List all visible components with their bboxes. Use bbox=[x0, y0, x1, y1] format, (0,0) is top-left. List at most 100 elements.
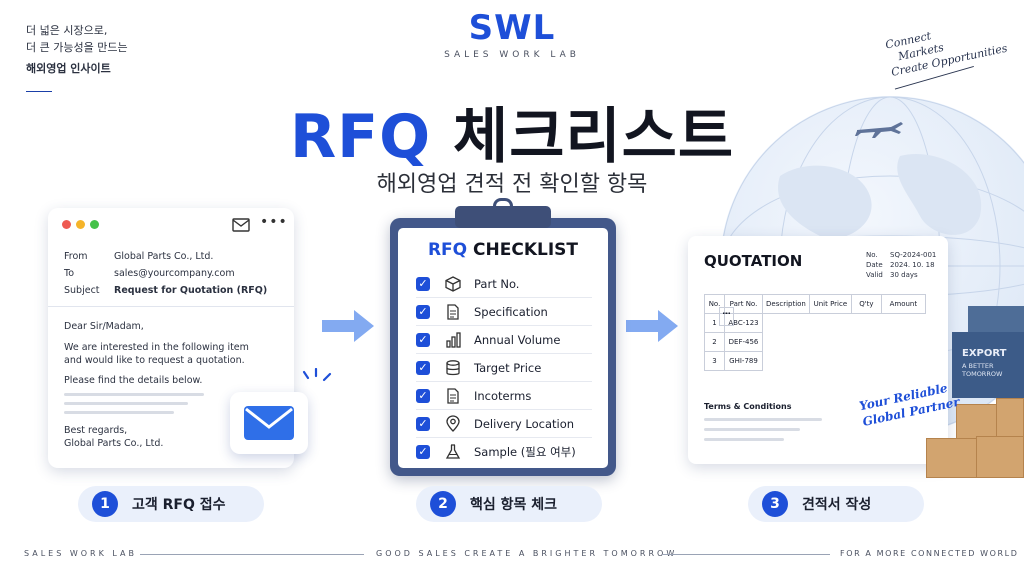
location-pin-icon bbox=[446, 414, 460, 432]
checklist-label: Sample (필요 여부) bbox=[474, 445, 576, 459]
cardboard-box bbox=[996, 398, 1024, 438]
checkbox-checked[interactable]: ✓ bbox=[416, 388, 430, 403]
meta-label: No. bbox=[866, 251, 878, 259]
column-header: Unit Price bbox=[808, 294, 852, 314]
table-row: 2 DEF-456 ... ... ... ... bbox=[704, 306, 926, 352]
coins-icon bbox=[446, 359, 460, 375]
brand-logo-text: SWL bbox=[468, 8, 556, 48]
placeholder-line bbox=[64, 411, 174, 414]
checklist-label: Delivery Location bbox=[474, 416, 575, 431]
from-value: Global Parts Co., Ltd. bbox=[114, 251, 214, 262]
quotation-meta: No. SQ-2024-001 Date 2024. 10. 18 Valid 30 … bbox=[866, 250, 936, 280]
export-label: EXPORT bbox=[962, 348, 1007, 359]
email-body-line-1: We are interested in the following item bbox=[64, 342, 249, 353]
table-row: 1 ABC-123 ... ... ... ... bbox=[704, 306, 926, 333]
step-number: 2 bbox=[430, 491, 456, 517]
checklist-label: Incoterms bbox=[474, 388, 532, 403]
meta-value: SQ-2024-001 bbox=[890, 251, 937, 259]
column-header: Q'ty bbox=[850, 294, 882, 314]
tagline-line-1: 더 넓은 시장으로, bbox=[26, 24, 108, 37]
clipboard-ring bbox=[493, 198, 513, 212]
step-label: 핵심 항목 체크 bbox=[470, 497, 558, 513]
email-greeting: Dear Sir/Madam, bbox=[64, 321, 144, 332]
export-sublabel: A BETTER TOMORROW bbox=[962, 362, 1003, 378]
checklist-item-annual-volume: ✓ Annual Volume bbox=[416, 326, 592, 354]
document-icon bbox=[447, 387, 459, 404]
footer-divider bbox=[662, 554, 830, 555]
checklist-label: Annual Volume bbox=[474, 332, 561, 347]
export-container: EXPORT A BETTER TOMORROW bbox=[952, 332, 1024, 398]
table-cell: 2 bbox=[704, 332, 725, 352]
box-icon bbox=[445, 275, 461, 292]
checklist-item-target-price: ✓ Target Price bbox=[416, 354, 592, 382]
step-number: 3 bbox=[762, 491, 788, 517]
step-2-pill: 2 핵심 항목 체크 bbox=[416, 486, 602, 522]
step-label: 고객 RFQ 접수 bbox=[132, 497, 226, 513]
more-icon: ••• bbox=[260, 214, 288, 230]
page-title: RFQ 체크리스트 bbox=[0, 88, 1024, 175]
bar-chart-icon bbox=[446, 331, 461, 348]
checkbox-checked[interactable]: ✓ bbox=[416, 276, 430, 291]
subject-label: Subject bbox=[64, 285, 100, 296]
column-header: Description bbox=[762, 294, 810, 314]
checklist-item-delivery-location: ✓ Delivery Location bbox=[416, 410, 592, 438]
table-cell: 3 bbox=[704, 351, 725, 371]
table-cell: ... bbox=[718, 306, 735, 326]
subject-value: Request for Quotation (RFQ) bbox=[114, 285, 268, 296]
cardboard-box bbox=[926, 438, 978, 478]
meta-label: Date bbox=[866, 261, 883, 269]
terms-heading: Terms & Conditions bbox=[704, 402, 792, 411]
column-header: Amount bbox=[880, 294, 926, 314]
maximize-dot bbox=[90, 220, 99, 229]
meta-value: 2024. 10. 18 bbox=[890, 261, 935, 269]
title-rfq: RFQ bbox=[289, 102, 432, 172]
email-signature: Global Parts Co., Ltd. bbox=[64, 438, 164, 449]
to-label: To bbox=[64, 268, 75, 279]
tagline: 더 넓은 시장으로, 더 큰 가능성을 만드는 해외영업 인사이트 bbox=[26, 22, 128, 92]
placeholder-line bbox=[64, 393, 204, 396]
arrow-right-icon bbox=[322, 310, 374, 342]
step-1-pill: 1 고객 RFQ 접수 bbox=[78, 486, 264, 522]
checkbox-checked[interactable]: ✓ bbox=[416, 416, 430, 431]
placeholder-line bbox=[704, 418, 822, 421]
checklist-item-part-no: ✓ Part No. bbox=[416, 270, 592, 298]
checkbox-checked[interactable]: ✓ bbox=[416, 332, 430, 347]
checkbox-checked[interactable]: ✓ bbox=[416, 445, 430, 459]
email-divider bbox=[48, 306, 294, 307]
container-stack bbox=[968, 306, 1024, 332]
checkbox-checked[interactable]: ✓ bbox=[416, 304, 430, 319]
checklist: ✓ Part No. ✓ Specification ✓ Annual Volu… bbox=[416, 270, 592, 466]
page-subtitle: 해외영업 견적 전 확인할 항목 bbox=[376, 172, 648, 197]
checklist-label: Target Price bbox=[474, 360, 542, 375]
envelope-icon bbox=[244, 406, 294, 440]
checklist-label: Part No. bbox=[474, 276, 520, 291]
placeholder-line bbox=[704, 428, 800, 431]
title-rest: 체크리스트 bbox=[453, 102, 735, 172]
checklist-item-incoterms: ✓ Incoterms bbox=[416, 382, 592, 410]
arrow-right-icon bbox=[626, 310, 678, 342]
tagline-line-2: 더 큰 가능성을 만드는 bbox=[26, 41, 128, 54]
minimize-dot bbox=[76, 220, 85, 229]
cardboard-box bbox=[956, 404, 1000, 440]
meta-value: 30 days bbox=[890, 271, 918, 279]
checkbox-checked[interactable]: ✓ bbox=[416, 360, 430, 375]
brand-subtitle: SALES WORK LAB bbox=[444, 50, 580, 60]
meta-label: Valid bbox=[866, 271, 883, 279]
mail-icon bbox=[232, 218, 250, 232]
clipboard-clip bbox=[455, 206, 551, 228]
to-value: sales@yourcompany.com bbox=[114, 268, 235, 279]
brand-logo: SWL SALES WORK LAB bbox=[412, 8, 612, 60]
checklist-label: Specification bbox=[474, 304, 548, 319]
close-dot bbox=[62, 220, 71, 229]
clipboard-paper bbox=[398, 228, 608, 468]
footer-center: GOOD SALES CREATE A BRIGHTER TOMORROW bbox=[376, 549, 678, 558]
tagline-rule bbox=[26, 91, 52, 92]
checklist-title-rest: CHECKLIST bbox=[473, 240, 579, 260]
step-label: 견적서 작성 bbox=[802, 497, 872, 513]
tagline-line-3: 해외영업 인사이트 bbox=[26, 62, 111, 75]
table-row: 3 GHI-789 ... ... ... ... bbox=[704, 306, 926, 371]
checklist-item-sample: ✓ Sample (필요 여부) bbox=[416, 438, 592, 466]
checklist-item-specification: ✓ Specification bbox=[416, 298, 592, 326]
